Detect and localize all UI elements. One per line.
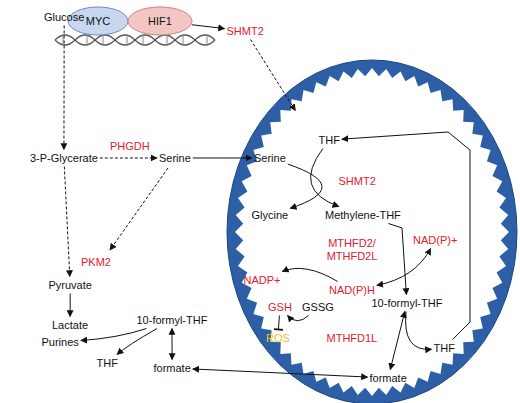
mitochondrion: SerineTHFGlycineMethylene-THFNAD(P)+NAD(… [226,59,518,403]
metabolite-label: Serine [158,151,192,166]
dna-strand [55,35,215,45]
node-text: ROS [266,332,290,345]
ros-label: ROS [265,331,291,346]
node-text: Glycine [252,209,289,222]
reaction-arrow [64,167,69,277]
node-text: Glucose [44,11,84,24]
reaction-arrow [192,25,225,29]
dna-strand [55,35,215,45]
mitochondrion-membrane [227,60,517,403]
metabolite-label: Purines [41,335,80,350]
node-text: GSSG [302,301,334,314]
metabolite-label: 3-P-Glycerate [29,151,99,166]
node-text: formate [370,372,407,385]
metabolite-label: Lactate [51,318,89,333]
transcription-factor-ellipse: HIF1 [127,6,193,36]
reaction-arrow [171,329,172,360]
mitochondrion-cristae-edge [235,68,509,396]
node-text: THF [319,134,340,147]
mitochondrion-outline [226,59,518,403]
metabolite-label: THF [96,356,119,371]
metabolite-label: 10-formyl-THF [136,313,209,328]
metabolite-label: GSH [267,300,293,315]
node-text: NADP+ [244,274,281,287]
node-text: Serine [159,152,191,165]
reaction-arrow [81,329,147,341]
node-text: Purines [42,336,79,349]
node-text: Lactate [52,319,88,332]
dna-rungs [63,35,207,45]
node-text: SHMT2 [227,25,264,38]
enzyme-label: PKM2 [81,256,111,269]
metabolite-label: Pyruvate [48,278,93,293]
cofactor-label: NAD(P)+ [412,233,458,248]
metabolite-label: Methylene-THF [324,208,402,223]
node-text: THF [434,342,455,355]
node-text: GSH [268,301,292,314]
enzyme-label: MTHFD1L [327,332,378,345]
node-text: Methylene-THF [325,209,401,222]
regulation-arrow [110,168,168,250]
node-text: Serine [254,152,286,165]
reaction-arrow [63,26,64,150]
reaction-arrow [100,158,157,159]
metabolite-label: THF [433,341,456,356]
node-text: 10-formyl-THF [137,314,208,327]
reaction-arrow [117,329,157,355]
node-text: 3-P-Glycerate [30,152,98,165]
node-text: Pyruvate [49,279,92,292]
node-text: formate [154,362,191,375]
metabolite-label: THF [318,133,341,148]
metabolite-label: GSSG [301,300,335,315]
metabolite-label: Serine [253,151,287,166]
node-text: THF [97,357,118,370]
metabolite-label: Glycine [251,208,290,223]
node-text: NAD(P)+ [413,234,457,247]
enzyme-label: MTHFD2/ MTHFD2L [325,237,379,263]
node-text: 10-formyl-THF [372,297,443,310]
node-text: MYC [86,15,110,28]
metabolite-label: formate [153,361,192,376]
metabolite-label: 10-formyl-THF [371,296,444,311]
metabolite-label: formate [369,371,408,386]
cofactor-label: NADP+ [243,273,282,288]
node-text: NAD(P)H [329,284,375,297]
enzyme-label: SHMT2 [339,175,376,188]
reaction-arrow [70,294,71,317]
node-text: HIF1 [148,15,172,28]
gene-label: SHMT2 [226,24,265,39]
enzyme-label: PHGDH [110,140,150,153]
ellipse-shape [128,7,192,35]
cofactor-label: NAD(P)H [328,283,376,298]
metabolite-label: Glucose [43,10,85,25]
